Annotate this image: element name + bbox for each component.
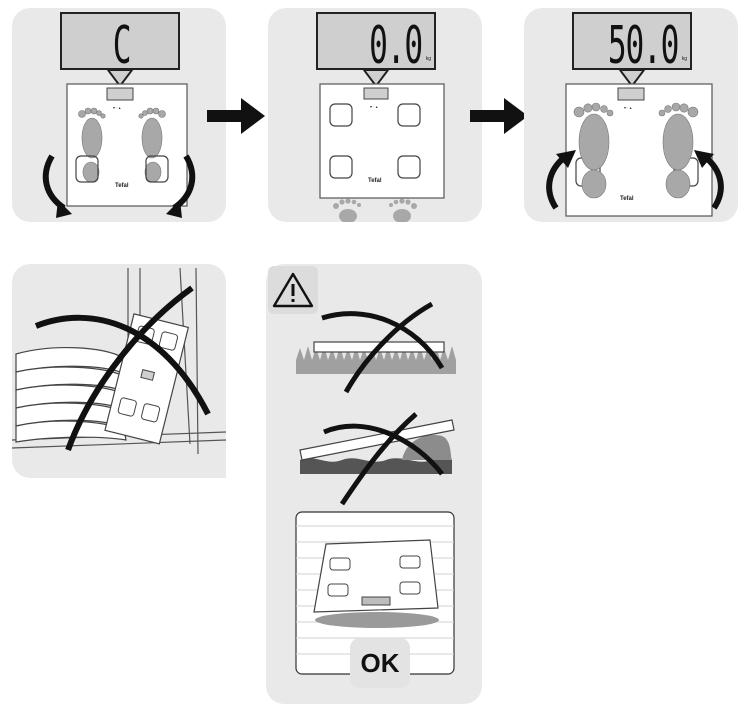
step1-lcd-display: C: [60, 12, 180, 76]
warning-triangle-icon: [272, 272, 314, 308]
step1-brand-logo: Tefal: [115, 183, 129, 189]
step3-lcd-display: 50.0 kg: [572, 12, 692, 76]
step3-panel: 50.0 kg ▾ · ▴ Tefal: [524, 8, 738, 222]
step3-unit-label: kg: [681, 56, 687, 62]
step3-display-value: 50.0: [607, 16, 680, 76]
floor-surface-illustration: [295, 301, 456, 675]
svg-text:▾ · ▴: ▾ · ▴: [624, 105, 632, 110]
step3-scale-illustration: ▾ · ▴: [546, 69, 724, 217]
step2-scale-illustration: ▾ · ▴: [319, 69, 445, 222]
step2-brand-logo: Tefal: [368, 178, 382, 184]
step2-display-value: 0.0: [369, 16, 423, 76]
step1-panel: C ▾ · ▴ Tefal: [12, 8, 226, 222]
step2-unit-label: kg: [425, 56, 431, 62]
next-step-arrow-icon: [470, 98, 528, 134]
storage-panel: [12, 264, 226, 478]
step1-display-value: C: [112, 16, 131, 76]
floor-surface-panel: OK: [266, 264, 482, 704]
warning-box: [268, 266, 318, 314]
svg-text:▾ · ▴: ▾ · ▴: [370, 104, 378, 109]
step1-scale-illustration: ▾ · ▴: [42, 69, 196, 218]
vertical-storage-illustration: [12, 267, 226, 455]
step2-panel: 0.0 kg ▾ · ▴ Tefal: [268, 8, 482, 222]
step3-brand-logo: Tefal: [620, 196, 634, 202]
ok-label: OK: [350, 638, 410, 688]
next-step-arrow-icon: [207, 98, 265, 134]
svg-text:▾ · ▴: ▾ · ▴: [113, 105, 121, 110]
